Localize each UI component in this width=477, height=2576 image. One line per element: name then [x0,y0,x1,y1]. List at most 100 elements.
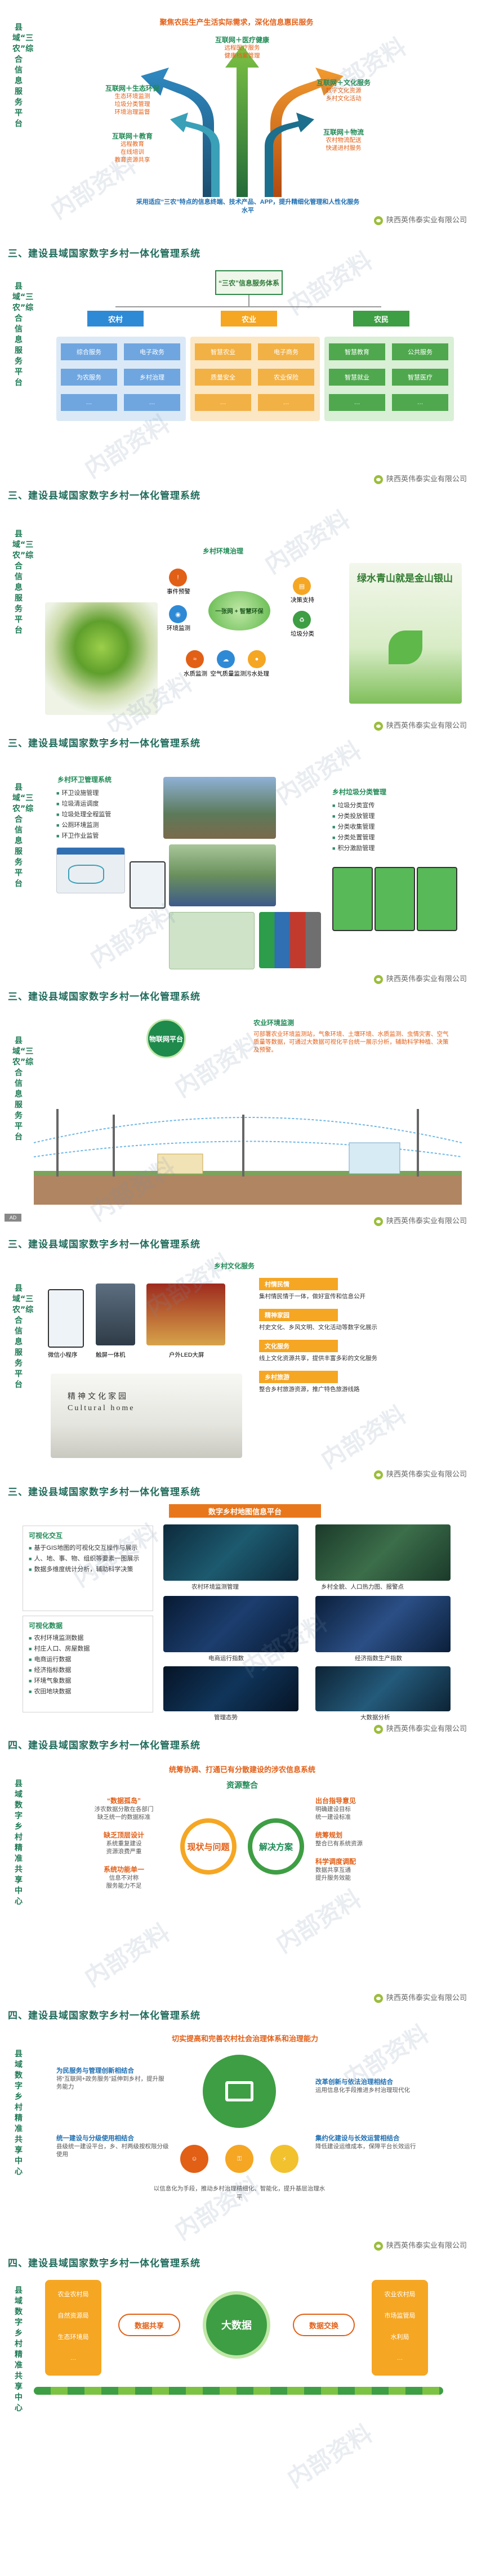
vertical-title: 县域数字乡村精准共享中心 [15,2050,23,2176]
section-title: 三、建设县域国家数字乡村一体化管理系统 [8,490,200,502]
panel-title: 数字乡村地图信息平台 [169,1504,321,1518]
alert-icon: ! [177,574,179,581]
screen-label: 户外LED大屏 [169,1352,204,1358]
left-item-2: 统一建设与分级使用相结合 县级统一建设平台，乡、村两级按权限分级使用 [56,2135,169,2158]
bottom-caption: 采用适应“三农”特点的信息终端、技术产品、APP，提升精细化管理和人性化服务水平 [136,199,360,214]
solution-circle: 解决方案 [248,1818,304,1875]
sub-label: 乡村文化服务 [214,1262,255,1270]
truck-photo [163,777,276,839]
app-screen [375,867,415,931]
grid-cell: 电子政务 [124,343,180,360]
air-icon: ☁ [222,656,229,663]
village-painting: 精神文化家园 Cultural home [51,1374,242,1458]
small-circle: ⚿ [225,2145,253,2173]
section-title: 四、建设县域国家数字乡村一体化管理系统 [8,1740,200,1751]
sensor-pole [113,1115,115,1177]
map-screen-2 [169,912,255,969]
node-label: 空气质量监测 [210,670,246,677]
sub-label: 农业环境监测 [253,1019,295,1027]
headline: 切实提高和完善农村社会治理体系和治理能力 [171,2034,318,2043]
category-farmer: 农民 [353,311,409,327]
tile-label: 农村环境监测管理 [191,1584,239,1590]
small-circle: ☺ [180,2145,208,2173]
item-bar: 村情民情 [259,1278,338,1290]
footer-company: 陕西英伟泰实业有限公司 [373,473,467,484]
item-bar: 文化服务 [259,1340,338,1352]
headline: 统筹协调、打通已有分散建设的涉农信息系统 [168,1765,315,1774]
connector [115,306,381,307]
hub-circle: 一张网 + 智慧环保 [208,591,270,630]
section-culture: 三、建设县域国家数字乡村一体化管理系统 县域“三农”综合信息服务平台 乡村文化服… [0,1233,477,1481]
watermark: 内部资料 [260,505,355,579]
tile-label: 大数据分析 [360,1714,390,1721]
poster-text: 绿水青山就是金山银山 [357,573,453,584]
vertical-title: 县域数字乡村精准共享中心 [15,2286,23,2413]
grid-cell: 综合服务 [61,343,117,360]
desc-text: 可部署农业环境监测站，气象环境、土壤环境、水质监测、虫情灾害、空气质量等数据，可… [253,1031,449,1053]
item-bar: 乡村旅游 [259,1371,338,1383]
grid-cell: 智慧农业 [195,343,251,360]
section-title: 三、建设县域国家数字乡村一体化管理系统 [8,248,200,260]
big-data-circle: 大数据 [203,2291,270,2359]
network-diagram [34,1117,462,1205]
grid-cell: 公共服务 [392,343,448,360]
top-item: 互联网＋医疗健康 远程医疗服务 健康档案管理 [215,36,269,59]
section-title: 三、建设县域国家数字乡村一体化管理系统 [8,738,200,749]
section-resource-integration: 四、建设县域国家数字乡村一体化管理系统 县域数字乡村精准共享中心 统筹协调、打通… [0,1734,477,2004]
watermark: 内部资料 [79,1918,175,1992]
footer-company: 陕西英伟泰实业有限公司 [373,214,467,225]
grid-cell: 乡村治理 [124,369,180,386]
left-item-2: 互联网＋教育 远程教育 在线培训 教育资源共享 [112,132,153,163]
monitor-icon: ◉ [175,611,181,618]
grid-cell: … [124,394,180,411]
connector [248,295,249,306]
dashboard-tile [315,1596,451,1652]
people-icon: ☺ [191,2155,198,2162]
right-item-2: 互联网＋物流 农村物流配送 快递进村服务 [323,128,364,151]
footer-company: 陕西英伟泰实业有限公司 [373,1215,467,1226]
node-label: 决策支持 [291,597,314,603]
grid-cell: 智慧教育 [329,343,385,360]
led-board [146,1283,225,1345]
vertical-title: 县域数字乡村精准共享中心 [15,1779,23,1906]
station-photo [169,844,276,906]
tile-label: 电商运行指数 [208,1655,244,1662]
node-label: 事件预警 [167,588,190,595]
phone-screen [48,1289,84,1348]
node-icon: ◉ [169,605,187,623]
node-label: 水质监测 [184,670,207,677]
right-item-1: 改革创新与依法治理相结合 运用信息化手段推进乡村治理现代化 [315,2079,410,2094]
footer-company: 陕西英伟泰实业有限公司 [373,1723,467,1734]
category-agri: 农业 [221,311,277,327]
watermark: 内部资料 [282,246,377,320]
node-icon: ≈ [186,650,204,668]
tile-label: 乡村全貌、人口热力图、报警点 [321,1584,404,1590]
right-item-1: 互联网＋文化服务 数字文化资源 乡村文化活动 [316,79,371,102]
sensor-pole [417,1109,419,1177]
category-rural: 农村 [87,311,144,327]
footer-company: 陕西英伟泰实业有限公司 [373,1992,467,2003]
drop-icon: ● [255,656,259,663]
tree-photo [45,602,158,715]
section-governance: 四、建设县域国家数字乡村一体化管理系统 县域数字乡村精准共享中心 切实提高和完善… [0,2004,477,2252]
item-desc: 整合乡村旅游资源，推广特色旅游线路 [259,1386,360,1393]
item-desc: 村史文化、乡风文明、文化活动等数字化展示 [259,1324,377,1331]
info-box-1: 可视化交互 基于GIS地图的可视化交互操作与展示 人、地、事、物、组织等要素一图… [23,1526,153,1611]
right-item-2: 集约化建设与长效运营相结合 降低建设运维成本，保障平台长效运行 [315,2135,416,2150]
water-icon: ≈ [193,656,197,663]
grid-cell: 为农服务 [61,369,117,386]
section-sanitation: 三、建设县域国家数字乡村一体化管理系统 县域“三农”综合信息服务平台 乡村环卫管… [0,732,477,985]
grid-cell: … [61,394,117,411]
problem-circle: 现状与问题 [180,1818,237,1875]
node-label: 污水处理 [246,670,269,677]
sensor-pole [56,1109,59,1177]
sub-headline: 资源整合 [226,1781,258,1790]
node-icon: ! [169,569,187,587]
wechat-icon [373,974,383,984]
left-subtitle: 乡村环卫管理系统 [57,776,112,784]
home-subtitle: Cultural home [68,1404,135,1412]
footer-company: 陕西英伟泰实业有限公司 [373,1468,467,1479]
map-screen [56,847,125,893]
section-title: 四、建设县域国家数字乡村一体化管理系统 [8,2010,200,2022]
bottom-caption: 以信息化为手段，推动乡村治理精细化、智能化，提升基层治理水平 [153,2185,326,2201]
